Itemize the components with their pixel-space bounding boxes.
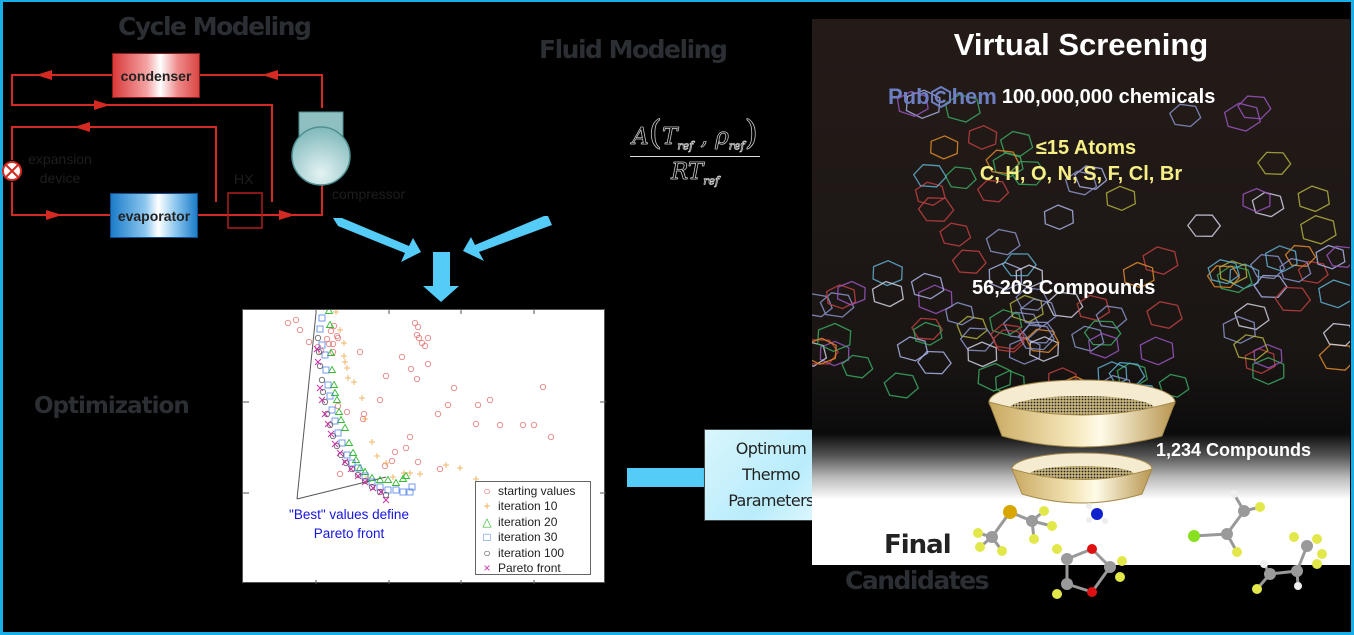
formula-denominator: RTref: [670, 159, 720, 188]
chemical-count: 100,000,000 chemicals: [1001, 85, 1216, 108]
evaporator-box: evaporator: [110, 193, 198, 238]
refrigeration-cycle-diagram: [2, 70, 351, 229]
flow-arrow-icon: [36, 70, 52, 80]
fluid-modeling-title: Fluid Modeling: [539, 35, 728, 64]
condenser-label: condenser: [120, 67, 192, 84]
expansion-device-label: expansion device: [28, 151, 92, 186]
helmholtz-formula: A(Tref , ρref) RTref: [630, 112, 760, 188]
plus-marker-icon: +: [483, 499, 491, 514]
pubchem-row: Pub hem 100,000,000 chemicals: [888, 84, 1215, 110]
sieve-filter-icon: [988, 379, 1176, 504]
compound-count-1234: 1,234 Compounds: [1156, 440, 1312, 460]
circle-marker-icon: ○: [483, 483, 491, 498]
legend-item-iter20: △iteration 20: [476, 514, 590, 530]
evaporator-label: evaporator: [117, 207, 191, 224]
hx-label: HX: [234, 171, 254, 187]
x-marker-icon: ×: [483, 561, 491, 576]
allowed-elements: C, H, O, N, S, F, Cl, Br: [979, 163, 1183, 185]
expansion-valve-icon: [2, 161, 22, 181]
flow-arrow-icon: [74, 122, 90, 132]
legend-item-iter30: □iteration 30: [476, 530, 590, 546]
pubchem-logo: Pub hem: [888, 84, 997, 109]
legend-item-iter10: +iteration 10: [476, 499, 590, 515]
pareto-annotation: "Best" values define Pareto front: [289, 507, 409, 541]
benzene-ring-icon: [930, 85, 951, 109]
legend-item-pareto: ×Pareto front: [476, 561, 590, 577]
legend-item-iter100: ○iteration 100: [476, 545, 590, 561]
virtual-screening-panel: Virtual Screening Pub hem 100,000,000 ch…: [812, 19, 1350, 599]
candidates-label: Candidates: [845, 566, 990, 595]
flow-arrow-icon: [262, 70, 278, 80]
fraction-bar: [630, 156, 760, 157]
compound-count-56203: 56,203 Compounds: [972, 277, 1156, 299]
square-marker-icon: □: [483, 530, 491, 545]
pareto-scatter-chart: "Best" values define Pareto front ○start…: [242, 306, 606, 584]
scatter-plot-area: [243, 306, 606, 584]
hx-box: [227, 192, 263, 229]
virtual-screening-title: Virtual Screening: [953, 27, 1209, 62]
triangle-marker-icon: △: [482, 514, 492, 529]
final-candidate-molecules: [973, 490, 1327, 599]
flow-arrow-icon: [46, 210, 62, 220]
legend-item-starting: ○starting values: [476, 483, 590, 499]
formula-numerator: A(Tref , ρref): [632, 113, 758, 154]
final-label: Final: [884, 530, 952, 560]
compressor-icon: [291, 126, 351, 186]
condenser-box: condenser: [112, 53, 200, 98]
atom-limit: ≤15 Atoms: [1035, 137, 1137, 159]
flow-arrow-icon: [94, 100, 110, 110]
optimization-title: Optimization: [34, 393, 190, 419]
circle-marker-icon: ○: [483, 545, 491, 560]
cycle-modeling-title: Cycle Modeling: [118, 12, 312, 41]
chart-legend: ○starting values +iteration 10 △iteratio…: [475, 481, 591, 575]
compressor-label: compressor: [332, 186, 406, 202]
flow-arrow-icon: [279, 210, 295, 220]
